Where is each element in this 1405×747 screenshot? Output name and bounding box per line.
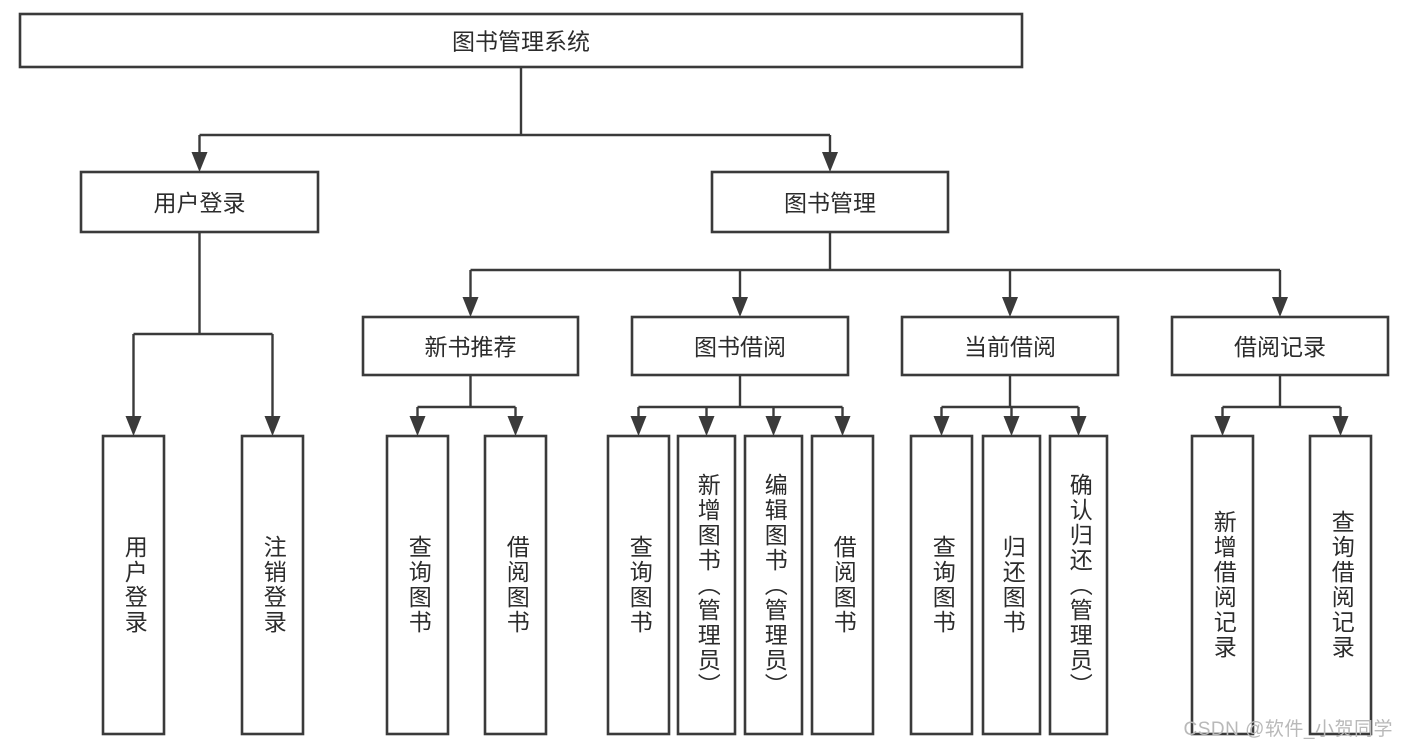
node-box-leaf-bb-add-book[interactable] (676, 434, 737, 736)
arrow-leaf-bb-query-book (630, 416, 647, 436)
node-box-leaf-cb-return-book[interactable] (981, 434, 1042, 736)
node-box-borrow-record[interactable] (1170, 315, 1390, 377)
node-box-user-login[interactable] (79, 170, 320, 234)
boxes-layer (18, 12, 1390, 736)
arrow-leaf-user-logout (264, 416, 281, 436)
node-box-leaf-cb-query-book[interactable] (909, 434, 974, 736)
arrow-new-book-rec (462, 297, 479, 317)
node-label-current-borrow: 当前借阅 (964, 334, 1056, 360)
arrow-book-borrow (732, 297, 748, 317)
arrow-user-login (191, 152, 208, 172)
node-label-new-book-rec: 新书推荐 (425, 334, 517, 360)
arrow-leaf-user-login (125, 416, 142, 436)
arrow-leaf-bb-add-book (698, 416, 715, 436)
node-box-leaf-cb-confirm-return[interactable] (1048, 434, 1109, 736)
node-label-book-manage: 图书管理 (784, 190, 876, 216)
node-label-borrow-record: 借阅记录 (1234, 334, 1326, 360)
node-label-user-login: 用户登录 (154, 190, 246, 216)
node-box-root[interactable] (18, 12, 1024, 69)
node-box-book-manage[interactable] (710, 170, 950, 234)
node-box-leaf-bb-edit-book[interactable] (743, 434, 804, 736)
arrow-leaf-br-query-record (1332, 416, 1349, 436)
node-box-leaf-user-logout[interactable] (240, 434, 305, 736)
node-box-current-borrow[interactable] (900, 315, 1120, 377)
arrow-leaf-cb-confirm-return (1070, 416, 1087, 436)
node-label-root: 图书管理系统 (452, 29, 590, 55)
arrow-current-borrow (1002, 297, 1018, 317)
node-box-new-book-rec[interactable] (361, 315, 580, 377)
arrow-leaf-bb-borrow-book (834, 416, 851, 436)
arrow-leaf-cb-query-book (933, 416, 950, 436)
watermark: CSDN @软件_小贺同学 (1183, 719, 1393, 740)
arrow-leaf-bb-edit-book (765, 416, 782, 436)
arrow-book-manage (822, 152, 838, 172)
arrow-borrow-record (1272, 297, 1288, 317)
node-box-leaf-bb-borrow-book[interactable] (810, 434, 875, 736)
node-box-leaf-user-login[interactable] (101, 434, 166, 736)
node-box-leaf-rec-query-book[interactable] (385, 434, 450, 736)
arrow-leaf-rec-query-book (409, 416, 426, 436)
arrow-leaf-cb-return-book (1003, 416, 1020, 436)
connectors-layer (125, 67, 1349, 436)
node-box-leaf-br-add-record[interactable] (1190, 434, 1255, 736)
node-box-leaf-rec-borrow-book[interactable] (483, 434, 548, 736)
arrow-leaf-br-add-record (1214, 416, 1231, 436)
node-box-book-borrow[interactable] (630, 315, 850, 377)
arrow-leaf-rec-borrow-book (507, 416, 524, 436)
node-box-leaf-bb-query-book[interactable] (606, 434, 671, 736)
node-label-book-borrow: 图书借阅 (694, 334, 786, 360)
node-box-leaf-br-query-record[interactable] (1308, 434, 1373, 736)
